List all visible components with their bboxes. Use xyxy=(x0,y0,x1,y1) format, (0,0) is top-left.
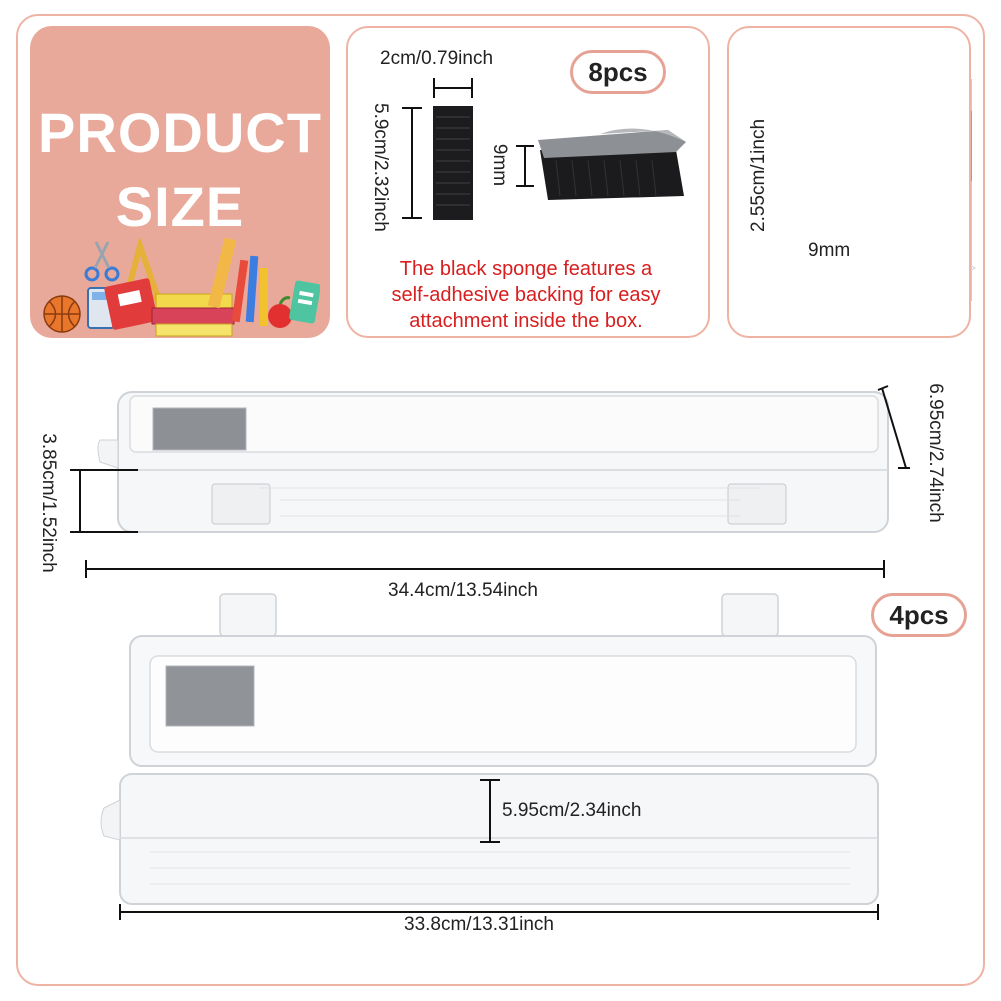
pencils-icon xyxy=(231,255,268,326)
product-size-badge: PRODUCT SIZE xyxy=(30,26,330,338)
scissors-icon xyxy=(84,241,120,282)
sponge-length-label: 5.9cm/2.32inch xyxy=(370,103,391,232)
sponge-strip xyxy=(433,106,473,220)
closed-box-length-label: 34.4cm/13.54inch xyxy=(388,580,538,601)
sponge-note-line-3: attachment inside the box. xyxy=(409,310,643,332)
badge-title-line-1: PRODUCT xyxy=(38,101,322,164)
school-supplies-illustration xyxy=(43,238,320,337)
open-box-drawing xyxy=(100,593,879,905)
closed-box-drawing xyxy=(97,391,889,533)
sponge-note-line-1: The black sponge features a xyxy=(399,258,653,280)
open-box-length-label: 33.8cm/13.31inch xyxy=(404,914,554,935)
sponge-width-label: 2cm/0.79inch xyxy=(380,48,494,69)
sponge-thickness-label: 9mm xyxy=(489,143,510,187)
sponge-note: The black sponge features a self-adhesiv… xyxy=(356,256,696,334)
ruler-icon xyxy=(207,238,237,309)
outer-frame xyxy=(16,14,985,986)
apple-icon xyxy=(268,304,292,328)
sponge-note-line-2: self-adhesive backing for easy xyxy=(391,284,661,306)
open-box-inner-depth-label: 5.95cm/2.34inch xyxy=(502,800,642,821)
closed-box-total-height-label: 6.95cm/2.74inch xyxy=(925,383,946,523)
closed-box-height-label: 3.85cm/1.52inch xyxy=(38,433,59,573)
lid-edge-panel xyxy=(727,26,971,338)
box-quantity-badge: 4pcs xyxy=(871,593,967,637)
edge-lip-label: 9mm xyxy=(808,240,851,261)
badge-title-line-2: SIZE xyxy=(115,175,245,238)
sponge-block xyxy=(538,128,686,200)
sponge-quantity-badge: 8pcs xyxy=(570,50,666,94)
edge-depth-label: 2.55cm/1inch xyxy=(748,118,769,232)
